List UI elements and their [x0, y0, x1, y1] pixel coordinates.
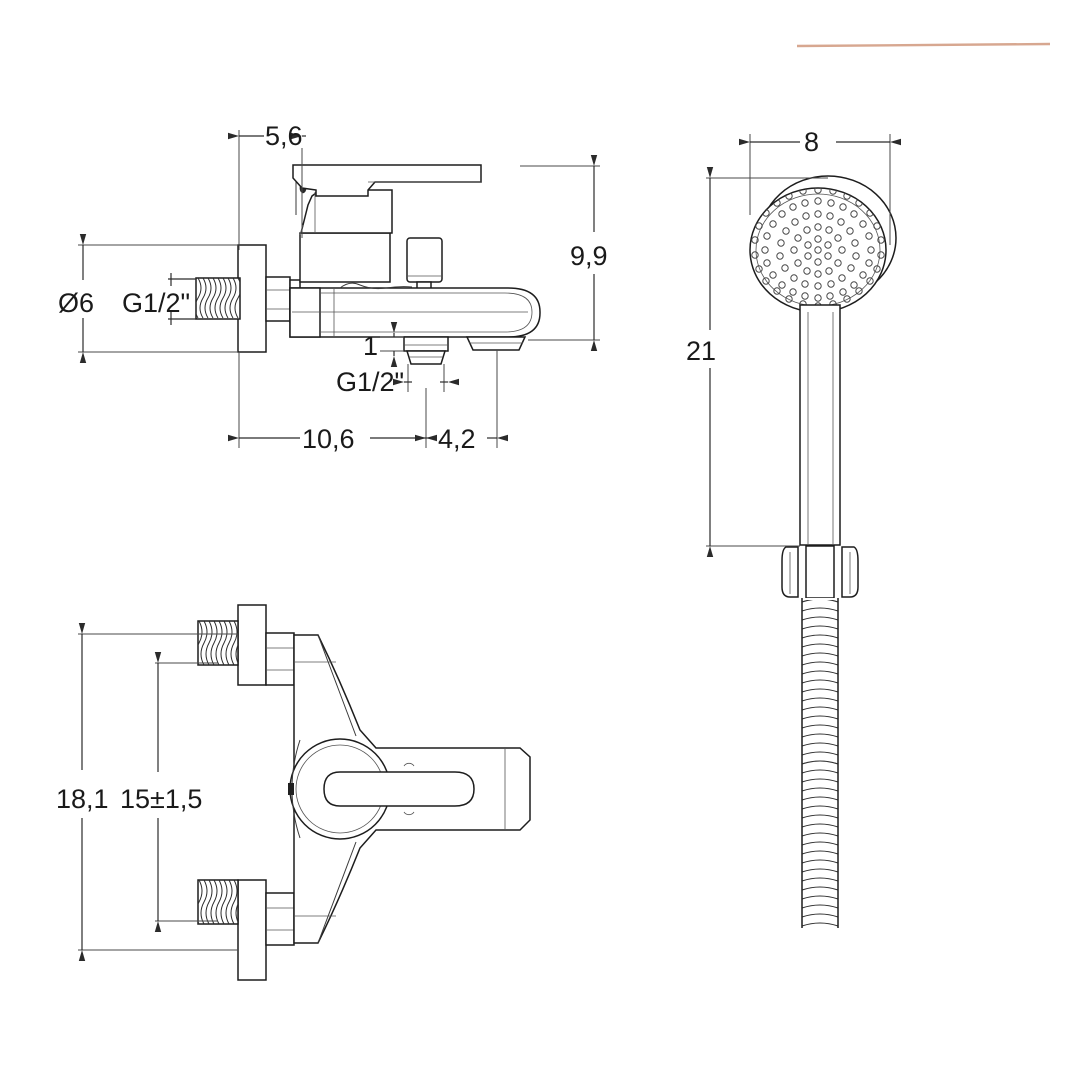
dimension-15-pm-1-5: 15±1,5 [120, 652, 218, 932]
shower-outlet-thread [403, 336, 449, 365]
spout-outlet-lip [465, 336, 527, 351]
dimension-label-8: 8 [804, 127, 819, 157]
dimension-9-9: 9,9 [520, 155, 608, 351]
shower-hose-connector [781, 545, 859, 599]
thread-hatch-lower [198, 880, 238, 924]
dimension-4-2: 4,2 [415, 350, 508, 454]
shower-spray-face [749, 187, 887, 313]
hand-shower-view: 8 21 [686, 127, 901, 928]
top-plan-view: 18,1 15±1,5 [56, 604, 531, 981]
dimension-label-diameter-6: Ø6 [58, 288, 94, 318]
dimension-5-6: 5,6 [228, 121, 306, 250]
dimension-diameter-6: Ø6 [58, 234, 238, 363]
dimension-label-5-6: 5,6 [265, 121, 303, 151]
shower-flexible-hose [801, 598, 839, 928]
dimension-g12-inlet: G1/2" [122, 273, 196, 325]
plan-lower-inlet [197, 879, 295, 981]
diverter-knob [406, 237, 443, 291]
dimension-label-1: 1 [363, 331, 378, 361]
mixer-body-column [289, 179, 393, 323]
dimension-label-18-1: 18,1 [56, 784, 109, 814]
front-elevation-view: 5,6 9,9 Ø6 [58, 121, 608, 454]
wall-escutcheon [237, 244, 267, 353]
dimension-8: 8 [739, 127, 901, 245]
dimension-1: 1 [363, 322, 404, 367]
dimension-label-15-pm-1-5: 15±1,5 [120, 784, 202, 814]
dimension-g12-outlet: G1/2" [336, 364, 459, 397]
dimension-label-9-9: 9,9 [570, 241, 608, 271]
shower-nozzle-pattern [751, 188, 885, 310]
dimension-label-g12-inlet: G1/2" [122, 288, 190, 318]
lever-handle [292, 164, 482, 197]
plan-upper-inlet [197, 604, 295, 686]
thread-hatch [196, 278, 240, 319]
thread-hatch-upper [198, 621, 238, 665]
dimension-18-1: 18,1 [56, 623, 238, 961]
shower-handle-tube [799, 304, 841, 546]
dimension-label-4-2: 4,2 [438, 424, 476, 454]
inlet-hex-nut [265, 276, 291, 322]
dimension-21: 21 [686, 167, 828, 557]
accent-rule [796, 42, 1051, 48]
inlet-thread-nipple [195, 277, 241, 320]
plan-index-mark [288, 783, 294, 795]
dimension-label-10-6: 10,6 [302, 424, 355, 454]
spout-body [289, 282, 541, 338]
plan-lever-handle [323, 762, 475, 816]
dimension-label-g12-outlet: G1/2" [336, 367, 404, 397]
dimension-label-21: 21 [686, 336, 716, 366]
